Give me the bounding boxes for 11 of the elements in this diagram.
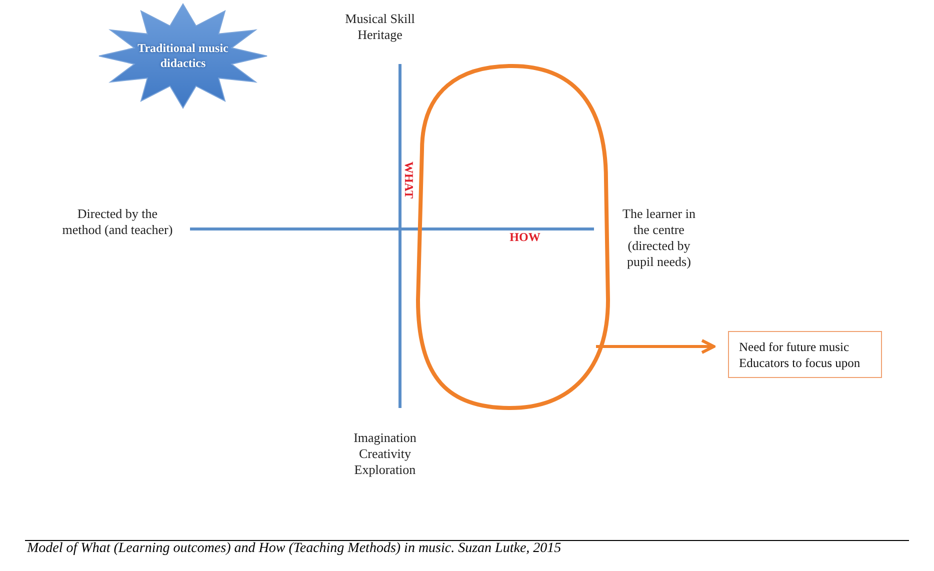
starburst-shape: [98, 3, 268, 109]
starburst-title: Traditional music didactics: [136, 41, 230, 71]
axis-label: Imagination Creativity Exploration: [352, 430, 418, 478]
arrow: [596, 339, 716, 354]
axis-title: WHAT: [401, 160, 417, 200]
axis-label: The learner in the centre (directed by pupil needs): [622, 206, 696, 270]
axis-title: HOW: [508, 229, 542, 245]
axis-label: Directed by the method (and teacher): [61, 206, 174, 238]
axis-label: Musical Skill Heritage: [344, 11, 416, 43]
note-box: Need for future music Educators to focus upon: [728, 331, 882, 378]
caption: Model of What (Learning outcomes) and How (Teaching Methods) in music. Suzan Lutke, 2015: [27, 541, 562, 557]
